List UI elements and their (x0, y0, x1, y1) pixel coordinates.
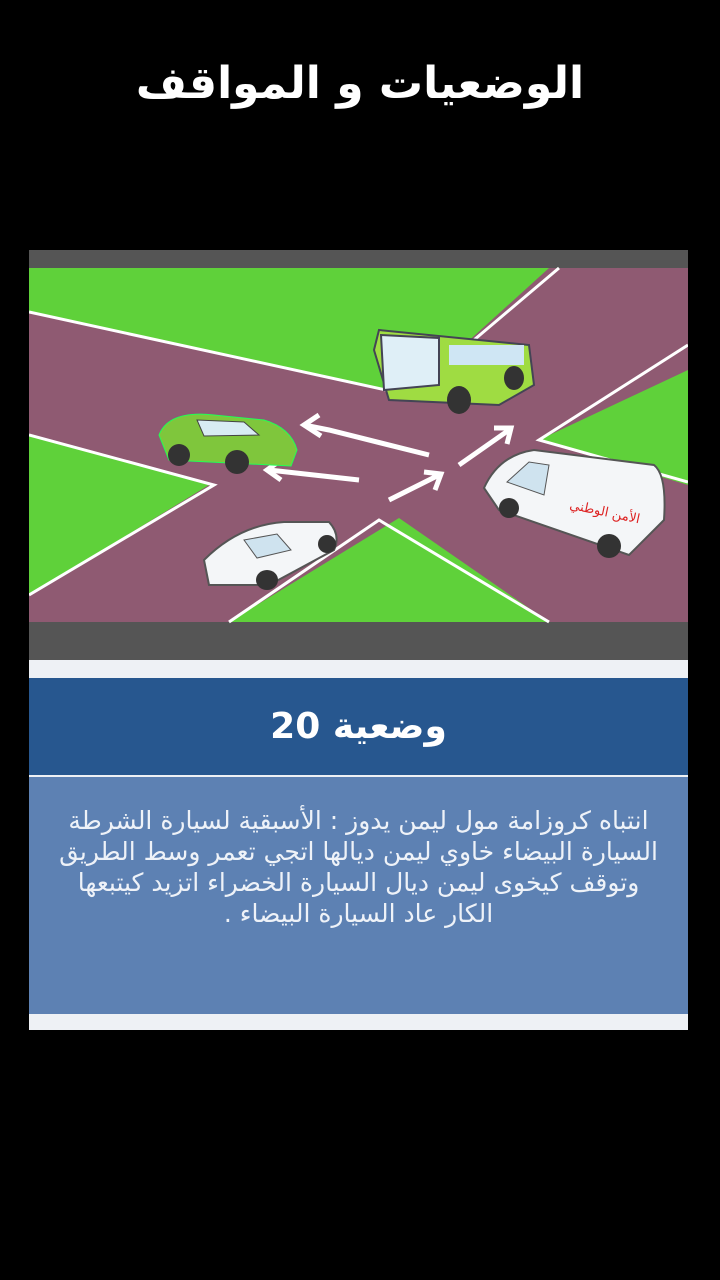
top-frame (29, 250, 688, 268)
situation-description: انتباه كروزامة مول ليمن يدوز : الأسبقية … (59, 806, 658, 928)
bottom-frame (29, 622, 688, 660)
bus-illustration (372, 328, 536, 414)
page-title: الوضعيات و المواقف (135, 58, 585, 109)
police-van-illustration: الأمن الوطني (482, 448, 666, 558)
road-edge (29, 433, 218, 597)
situation-card: الأمن الوطني وضعية 20 انتباه كروزامة مول… (29, 250, 688, 1030)
white-car-illustration (202, 521, 338, 590)
situation-header: وضعية 20 (29, 678, 688, 775)
green-car-illustration (158, 413, 298, 474)
situation-body: انتباه كروزامة مول ليمن يدوز : الأسبقية … (29, 777, 688, 1014)
lane-arrows (262, 412, 515, 503)
road-edge (228, 518, 550, 624)
intersection-scene-svg: الأمن الوطني (29, 250, 688, 660)
intersection-illustration: الأمن الوطني (29, 250, 688, 660)
situation-title: وضعية 20 (270, 706, 447, 747)
